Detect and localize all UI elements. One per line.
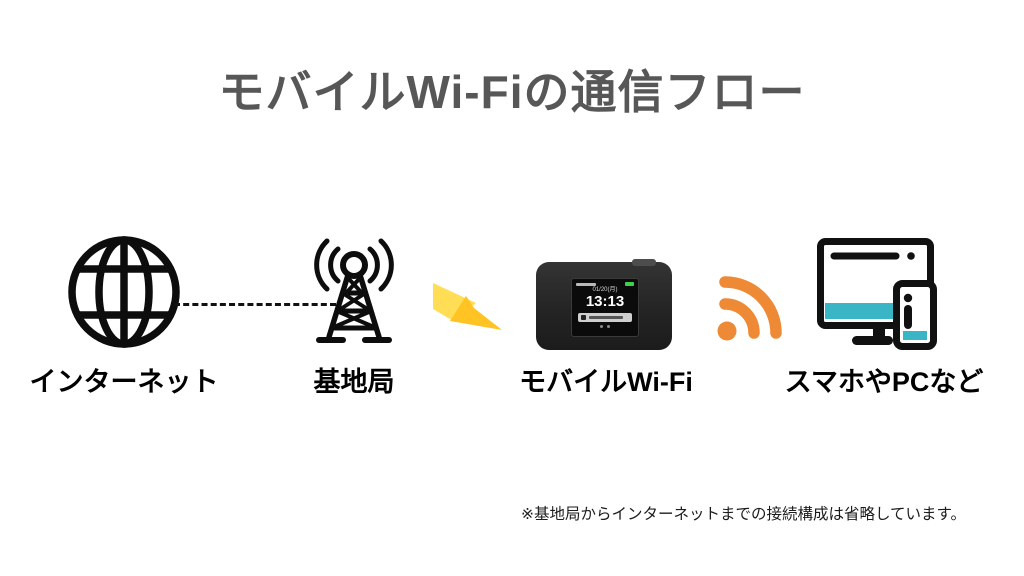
notification-icon <box>581 315 586 320</box>
router-screen: 01/20(月) 13:13 <box>571 278 639 337</box>
notification-text-placeholder <box>589 316 623 319</box>
cell-tower-icon <box>314 238 394 343</box>
lightning-bolt-icon <box>433 283 502 330</box>
node-label-devices: スマホやPCなど <box>784 367 984 397</box>
router-clock: 13:13 <box>585 293 625 310</box>
pc-and-smartphone-icon <box>817 238 937 350</box>
page-dot <box>607 325 610 328</box>
node-label-internet: インターネット <box>29 367 219 397</box>
router-top-button <box>632 259 656 266</box>
page-title: モバイルWi-Fiの通信フロー <box>218 66 806 118</box>
router-notification-bar <box>578 313 632 322</box>
wifi-signal-icon <box>717 276 782 341</box>
node-label-mobile-wifi: モバイルWi-Fi <box>519 367 693 397</box>
router-status-bar <box>572 279 638 286</box>
mobile-router-icon: 01/20(月) 13:13 <box>536 259 672 350</box>
footer-note: ※基地局からインターネットまでの接続構成は省略しています。 <box>521 506 966 523</box>
globe-icon <box>68 236 180 348</box>
dashed-connector <box>174 303 336 306</box>
page-dot <box>600 325 603 328</box>
node-label-base-station: 基地局 <box>313 367 395 397</box>
router-page-dots <box>572 325 638 328</box>
battery-icon <box>625 282 634 286</box>
signal-indicator-icon <box>576 282 596 286</box>
router-date: 01/20(月) <box>592 287 618 293</box>
